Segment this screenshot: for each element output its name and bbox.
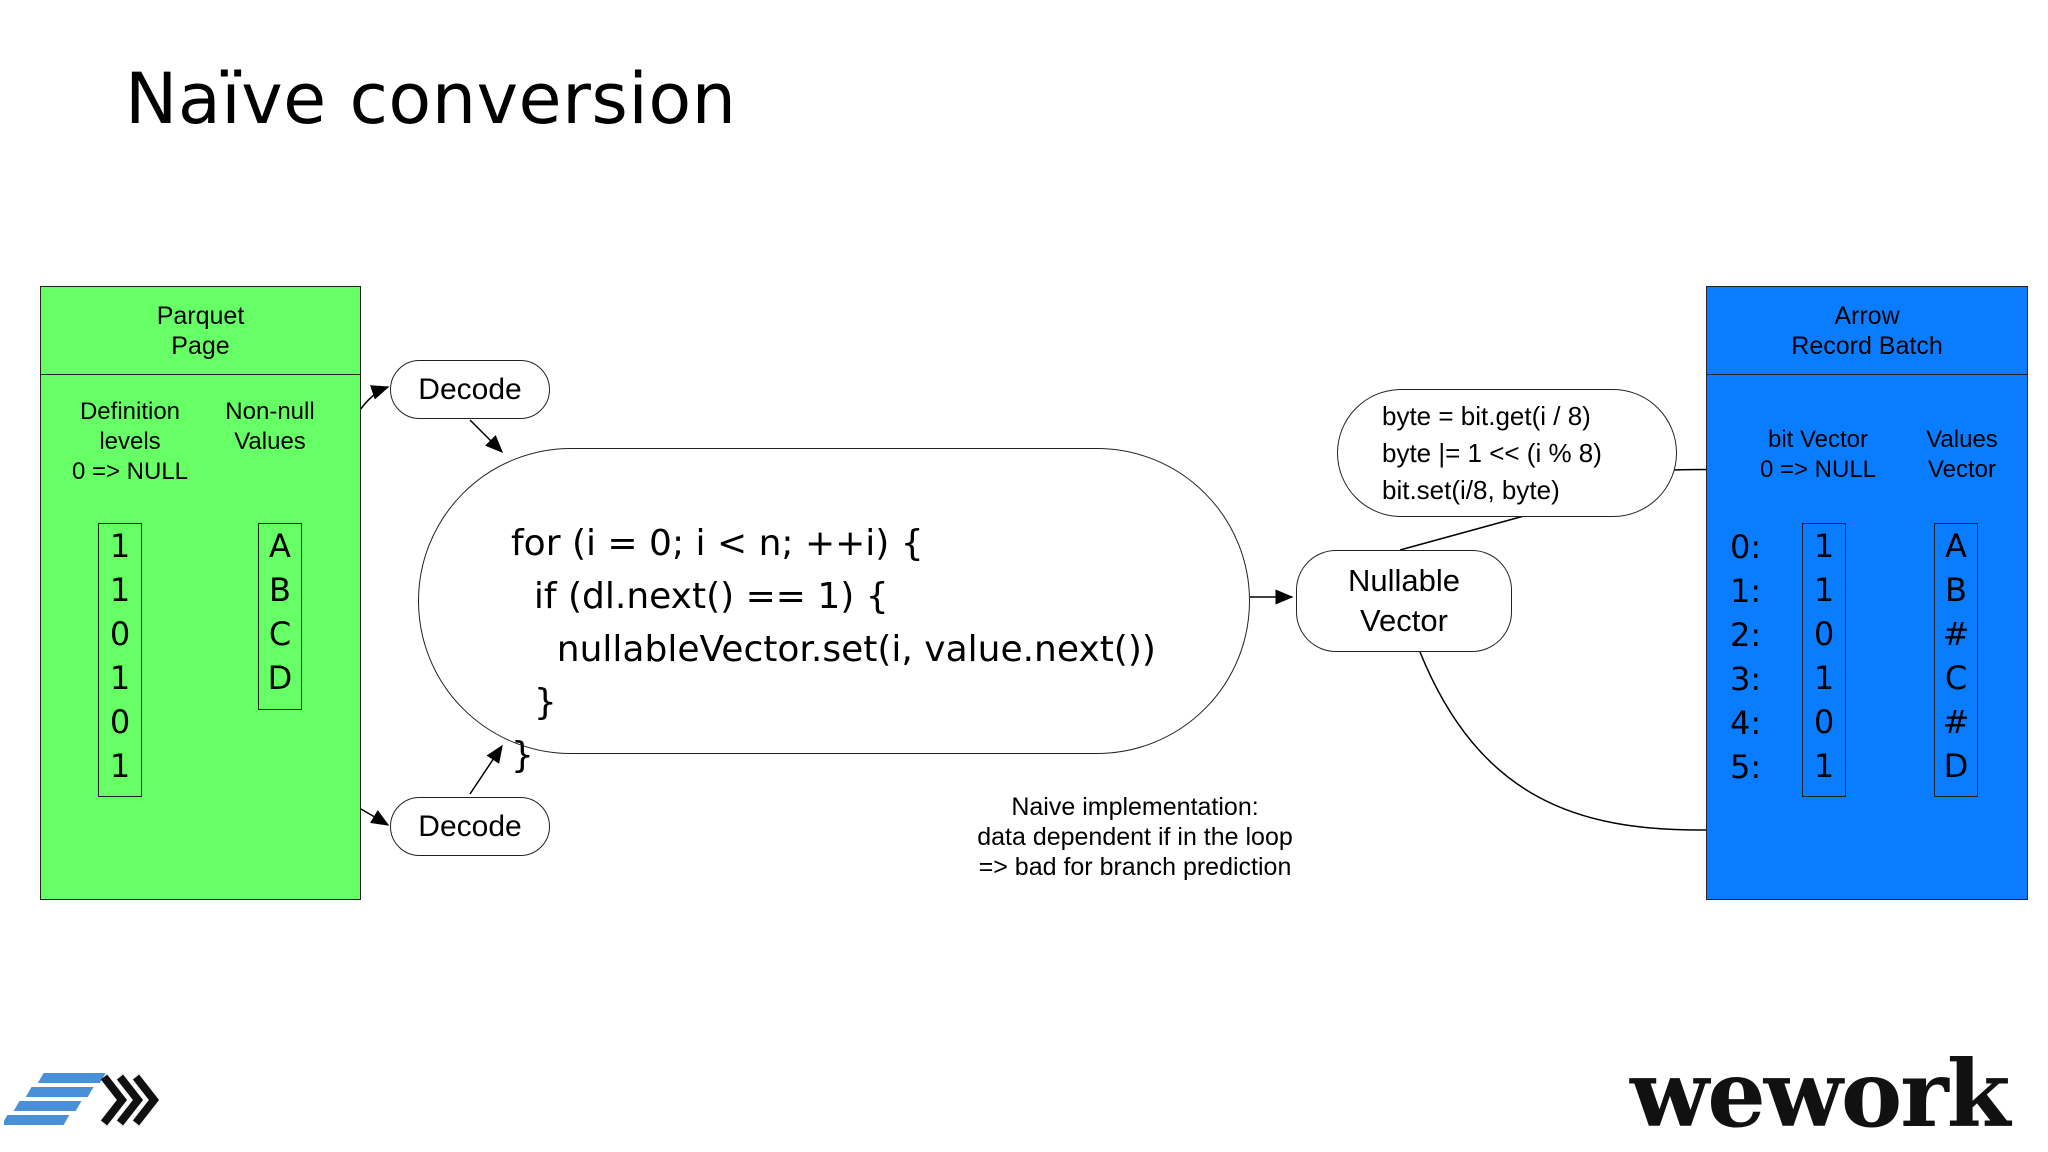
- value-cell: A: [269, 527, 291, 565]
- definition-label-line2: levels: [99, 428, 161, 455]
- arrow-decode-to-loop: [469, 419, 504, 454]
- nullable-line1: Nullable: [1347, 563, 1460, 598]
- valuesvector-label-line2: Vector: [1927, 456, 1997, 483]
- slide-title: Naïve conversion: [125, 58, 737, 140]
- arrow-record-batch-header: Arrow Record Batch: [1707, 287, 2027, 375]
- parquet-header-line1: Parquet: [156, 301, 245, 330]
- arrow-header-line2: Record Batch: [1791, 331, 1943, 360]
- vector-value-cell: #: [1942, 703, 1970, 741]
- level-cell: 0: [109, 703, 131, 741]
- code-line: }: [511, 682, 557, 723]
- bit-cell: 0: [1813, 615, 1835, 653]
- row-index: 0:: [1730, 528, 1762, 566]
- nullable-vector-node: Nullable Vector: [1296, 550, 1512, 652]
- definition-levels-label: Definition levels 0 => NULL: [60, 397, 200, 487]
- row-index: 5:: [1730, 748, 1762, 786]
- bitvector-label-line1: bit Vector: [1767, 426, 1869, 453]
- bit-vector-column: 1 1 0 1 0 1: [1802, 523, 1846, 797]
- vector-value-cell: #: [1942, 615, 1970, 653]
- decode-values-node: Decode: [390, 360, 550, 419]
- decode-levels-node: Decode: [390, 797, 550, 856]
- note-line: => bad for branch prediction: [978, 853, 1292, 881]
- parquet-header-line2: Page: [171, 331, 230, 360]
- level-cell: 1: [109, 527, 131, 565]
- row-index-column: 0: 1: 2: 3: 4: 5:: [1730, 525, 1761, 789]
- definition-levels-column: 1 1 0 1 0 1: [98, 523, 142, 797]
- nonnull-label-line1: Non-null: [225, 398, 315, 425]
- values-vector-column: A B # C # D: [1934, 523, 1978, 797]
- bit-cell: 1: [1813, 571, 1835, 609]
- bit-cell: 1: [1813, 659, 1835, 697]
- definition-label-line1: Definition: [79, 398, 181, 425]
- arrow-logo-icon: [4, 1073, 160, 1126]
- decode-levels-label: Decode: [418, 809, 522, 843]
- value-cell: D: [267, 659, 293, 697]
- bit-vector-label: bit Vector 0 => NULL: [1748, 425, 1888, 485]
- non-null-values-label: Non-null Values: [215, 397, 325, 457]
- value-cell: C: [268, 615, 292, 653]
- valuesvector-label-line1: Values: [1926, 426, 1998, 453]
- row-index: 1:: [1730, 572, 1762, 610]
- vector-value-cell: B: [1945, 571, 1967, 609]
- line-nullable-to-bitset: [1399, 515, 1525, 551]
- arrow-record-batch-panel: Arrow Record Batch: [1706, 286, 2028, 900]
- bit-cell: 1: [1813, 747, 1835, 785]
- vector-value-cell: D: [1943, 747, 1969, 785]
- bit-cell: 1: [1813, 527, 1835, 565]
- nullable-line2: Vector: [1360, 603, 1448, 638]
- row-index: 2:: [1730, 616, 1762, 654]
- parquet-page-panel: Parquet Page: [40, 286, 361, 900]
- row-index: 3:: [1730, 660, 1762, 698]
- vector-value-cell: A: [1945, 527, 1967, 565]
- bit-cell: 0: [1813, 703, 1835, 741]
- code-line: for (i = 0; i < n; ++i) {: [511, 523, 924, 564]
- parquet-page-header: Parquet Page: [41, 287, 360, 375]
- row-index: 4:: [1730, 704, 1762, 742]
- definition-label-line3: 0 => NULL: [71, 458, 189, 485]
- values-vector-label: Values Vector: [1912, 425, 2012, 485]
- loop-code: for (i = 0; i < n; ++i) { if (dl.next() …: [511, 464, 1156, 782]
- decode-values-label: Decode: [418, 372, 522, 406]
- bit-set-node: byte = bit.get(i / 8) byte |= 1 << (i % …: [1337, 389, 1677, 517]
- non-null-values-column: A B C D: [258, 523, 302, 710]
- bitset-line: bit.set(i/8, byte): [1382, 474, 1560, 505]
- code-line: if (dl.next() == 1) {: [511, 576, 889, 617]
- level-cell: 1: [109, 571, 131, 609]
- wework-logo: wework: [1630, 1040, 2011, 1148]
- level-cell: 1: [109, 659, 131, 697]
- code-line: nullableVector.set(i, value.next()): [511, 629, 1156, 670]
- note-line: Naive implementation:: [1011, 793, 1259, 821]
- vector-value-cell: C: [1944, 659, 1968, 697]
- bitset-line: byte = bit.get(i / 8): [1382, 400, 1591, 431]
- implementation-note: Naive implementation: data dependent if …: [955, 792, 1315, 882]
- level-cell: 1: [109, 747, 131, 785]
- note-line: data dependent if in the loop: [977, 823, 1293, 851]
- code-line: }: [511, 735, 534, 776]
- arrow-decode2-to-loop: [469, 744, 503, 795]
- level-cell: 0: [109, 615, 131, 653]
- nonnull-label-line2: Values: [234, 428, 306, 455]
- arrow-header-line1: Arrow: [1834, 301, 1900, 330]
- bitvector-label-line2: 0 => NULL: [1759, 456, 1877, 483]
- value-cell: B: [269, 571, 291, 609]
- bitset-line: byte |= 1 << (i % 8): [1382, 437, 1602, 468]
- conversion-loop-node: [418, 448, 1250, 754]
